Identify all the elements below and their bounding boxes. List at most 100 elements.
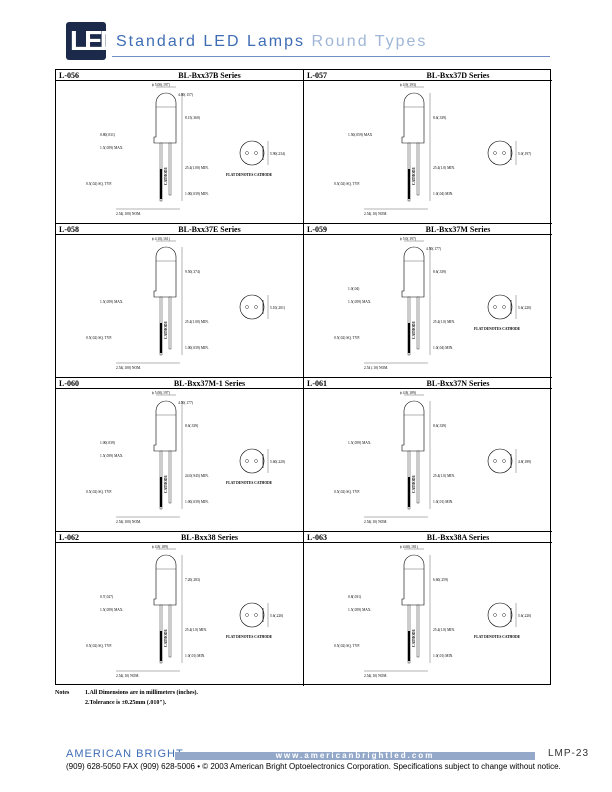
flat-note: FLAT DENOTES CATHODE	[226, 173, 273, 177]
footer-url[interactable]: www.americanbrightled.com	[275, 751, 435, 760]
dim-height: 8.15(.360)	[185, 116, 201, 120]
title-rule	[112, 56, 550, 57]
dim-lead-square: 0.5(.02) SQ. TYP.	[334, 336, 360, 340]
dim-lead-square: 0.5(.02) SQ. TYP.	[86, 336, 112, 340]
dim-end-view: 5.6(.220)	[518, 306, 532, 310]
pin-cathode	[254, 459, 258, 463]
footer-contact: (909) 628-5050 FAX (909) 628-5006 • © 20…	[66, 762, 561, 771]
dim-c: 0.7(.027)	[100, 595, 114, 599]
dim-lead-length: 25.4(1.00) MIN.	[185, 320, 209, 324]
dim-pitch: 2.54(.10) NOM.	[364, 520, 387, 524]
dim-lead-length: 25.4(1.00) MIN.	[185, 166, 209, 170]
part-code: L-061	[307, 379, 327, 388]
dim-g: 1.00(.039) MIN.	[185, 500, 209, 504]
dim-c: 1.00(.039)	[100, 441, 116, 445]
dim-lead-length: 25.4(1.0) MIN.	[185, 628, 207, 632]
dim-flange: 1.5(.059) MAX.	[100, 146, 123, 150]
dim-pitch: 2.54(.10) NOM.	[116, 674, 139, 678]
part-code: L-057	[307, 71, 327, 80]
cathode-label: CATHODE	[164, 474, 168, 493]
cathode-label: CATHODE	[412, 628, 416, 647]
pin-anode	[245, 305, 249, 309]
dim-flange: 1.5(.059) MAX.	[100, 454, 123, 458]
part-code: L-063	[307, 533, 327, 542]
dim-lead-square: 0.5(.02) SQ. TYP.	[334, 182, 360, 186]
part-code: L-056	[59, 71, 79, 80]
pin-anode	[245, 613, 249, 617]
series-name: BL-Bxx37E Series	[178, 225, 241, 234]
led-body	[401, 554, 425, 606]
dim-lead-square: 0.5(.02) SQ. TYP.	[86, 490, 112, 494]
notes-label: Notes	[55, 690, 70, 696]
pin-anode	[245, 151, 249, 155]
lamp-drawing: ϕ 5.00(.197)4.50(.177)8.6(.339)1.00(.039…	[56, 389, 304, 531]
dim-lead-square: 0.5(.02) SQ. TYP.	[86, 644, 112, 648]
dim-c: 1.5(.059) MAX.	[348, 441, 371, 445]
dim-flange: 1.5(.059) MAX.	[348, 300, 371, 304]
end-view-circle	[487, 140, 513, 166]
led-body	[153, 92, 177, 144]
title-sub: Round Types	[311, 33, 428, 50]
dim-flange: 1.5(.059) MAX.	[348, 608, 371, 612]
led-body	[401, 400, 425, 452]
dim-diameter: ϕ 5.0(.197)	[400, 237, 417, 241]
flat-note: FLAT DENOTES CATHODE	[226, 481, 273, 485]
dim-g: 1.00(.039) MIN.	[185, 346, 209, 350]
cathode-label: CATHODE	[164, 320, 168, 339]
cathode-lead	[416, 604, 420, 658]
end-view-circle	[239, 448, 265, 474]
dim-diameter: ϕ 5.00(.197)	[152, 391, 171, 395]
dim-end-view: 5.90(.234)	[270, 152, 286, 156]
part-code: L-058	[59, 225, 79, 234]
dim-g: 1.0(.01) MIN.	[433, 654, 453, 658]
dim-pitch: 2.54 (.10) NOM.	[364, 366, 388, 370]
dim-c: 1.0(.04)	[348, 287, 360, 291]
series-name: BL-Bxx37M Series	[425, 225, 491, 234]
led-body	[153, 400, 177, 452]
cathode-lead	[168, 604, 172, 658]
note-line-2: 2.Tolerance is ±0.25mm (.010").	[85, 700, 167, 706]
pin-anode	[493, 613, 497, 617]
dim-pitch: 2.54(.10) NOM.	[364, 674, 387, 678]
dim-c: 0.80(.031)	[100, 133, 116, 137]
led-body	[153, 246, 177, 298]
cell-header: L-058 BL-Bxx37E Series	[56, 224, 303, 235]
company-logo: LED	[66, 22, 120, 60]
pin-cathode	[254, 305, 258, 309]
cathode-label: CATHODE	[412, 320, 416, 339]
lamp-drawing: ϕ 5.00(.197)4.00(.157)8.15(.360)0.80(.03…	[56, 81, 304, 223]
flat-note: FLAT DENOTES CATHODE	[474, 327, 521, 331]
dim-flange: 1.5(.059) MAX.	[100, 608, 123, 612]
dim-end-view: 5.60(.220)	[270, 460, 286, 464]
lamp-drawing: ϕ 4.8(.189)8.6(.339)1.5(.059) MAX.25.4(1…	[304, 389, 552, 531]
dim-g: 1.0(.04) MIN.	[433, 346, 453, 350]
led-body	[401, 246, 425, 298]
cathode-lead	[416, 142, 420, 196]
series-name: BL-Bxx37B Series	[178, 71, 241, 80]
dim-end-view: 5.10(.201)	[270, 306, 286, 310]
led-body	[153, 554, 177, 606]
dim-pitch: 2.54(.100) NOM.	[116, 212, 141, 216]
dim-height: 9.50(.374)	[185, 270, 201, 274]
dim-lead-length: 25.4(1.0) MIN.	[433, 474, 455, 478]
end-view-circle	[487, 294, 513, 320]
pin-cathode	[254, 151, 258, 155]
dim-g: 1.00(.039) MIN.	[185, 192, 209, 196]
page-title: Standard LED Lamps Round Types	[116, 33, 427, 51]
dim-lead-length: 25.4(1.0) MIN.	[433, 628, 455, 632]
cathode-lead	[416, 450, 420, 504]
cathode-label: CATHODE	[164, 628, 168, 647]
dim-g: 1.0(.01) MIN.	[185, 654, 205, 658]
dim-g: 1.0(.04) MIN.	[433, 192, 453, 196]
dim-height: 7.20(.283)	[185, 578, 201, 582]
series-name: BL-Bxx37M-1 Series	[173, 379, 246, 388]
